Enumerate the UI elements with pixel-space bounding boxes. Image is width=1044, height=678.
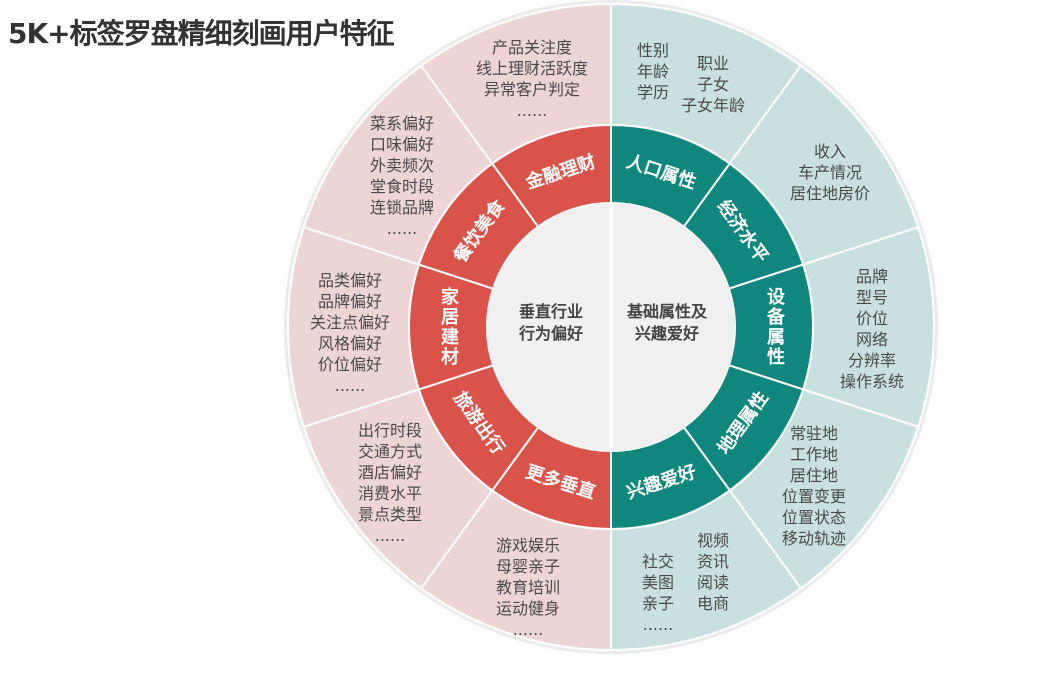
tag-item: 子女	[696, 75, 730, 94]
tag-item: 产品关注度	[491, 38, 573, 57]
tag-item: 居住地房价	[789, 184, 871, 203]
tag-item: 资讯	[696, 552, 730, 571]
tag-list: 常驻地工作地居住地位置变更位置状态移动轨迹	[782, 423, 846, 549]
ring-label: 设备属性	[764, 287, 785, 367]
center-label-right: 基础属性及	[626, 302, 708, 321]
tag-item: 职业	[696, 54, 730, 73]
tag-item: 价位	[855, 309, 889, 328]
page-title: 5K+标签罗盘精细刻画用户特征	[8, 17, 395, 50]
tag-item: ......	[374, 526, 406, 545]
tag-item: 学历	[636, 83, 670, 102]
tag-item: 外卖频次	[369, 156, 435, 175]
tag-item: 操作系统	[839, 372, 905, 391]
tag-item: 常驻地	[789, 424, 839, 443]
tag-item: 视频	[696, 531, 730, 550]
tag-item: 车产情况	[797, 163, 863, 182]
tag-item: 酒店偏好	[357, 463, 423, 482]
tag-item: 母婴亲子	[495, 557, 561, 576]
ring-label: 家居建材	[438, 287, 459, 367]
tag-item: 社交	[641, 552, 675, 571]
tag-list: 产品关注度线上理财活跃度异常客户判定......	[476, 37, 588, 121]
tag-item: 品牌	[855, 267, 889, 286]
center-label-left: 垂直行业	[519, 302, 583, 321]
tag-item: 收入	[813, 142, 847, 161]
tag-item: 网络	[855, 330, 889, 349]
tag-item: 位置变更	[781, 487, 847, 506]
tag-item: ......	[386, 219, 418, 238]
tag-item: 出行时段	[357, 421, 423, 440]
tag-item: ......	[642, 615, 674, 634]
tag-item: ......	[516, 101, 548, 120]
tag-item: 交通方式	[357, 442, 423, 461]
tag-item: 电商	[696, 594, 730, 613]
tag-item: 价位偏好	[317, 355, 383, 374]
tag-item: 景点类型	[357, 505, 423, 524]
tag-item: 关注点偏好	[309, 313, 391, 332]
tag-item: 工作地	[789, 445, 839, 464]
tag-item: 品类偏好	[317, 271, 383, 290]
center-label-left: 行为偏好	[518, 324, 583, 343]
tag-list: 社交美图亲子......	[642, 551, 674, 635]
tag-list: 收入车产情况居住地房价	[790, 141, 870, 204]
tag-item: 性别	[636, 41, 670, 60]
tag-item: 消费水平	[357, 484, 423, 503]
outer-border	[284, 0, 938, 654]
tag-item: 年龄	[636, 62, 670, 81]
tag-item: 教育培训	[495, 578, 561, 597]
tag-item: 品牌偏好	[317, 292, 383, 311]
tag-item: 运动健身	[495, 599, 561, 618]
tag-item: 堂食时段	[369, 177, 435, 196]
tag-item: 风格偏好	[317, 334, 383, 353]
tag-item: 线上理财活跃度	[475, 59, 589, 78]
center-label-right: 兴趣爱好	[635, 324, 699, 343]
tag-item: 子女年龄	[680, 96, 746, 115]
tag-item: ......	[334, 376, 366, 395]
tag-list: 品牌型号价位网络分辨率操作系统	[840, 266, 904, 392]
tag-list: 出行时段交通方式酒店偏好消费水平景点类型......	[358, 420, 422, 546]
tag-item: 阅读	[696, 573, 730, 592]
tag-list: 游戏娱乐母婴亲子教育培训运动健身......	[496, 535, 560, 640]
tag-item: 居住地	[789, 466, 839, 485]
tag-item: 口味偏好	[369, 135, 435, 154]
tag-item: 美图	[641, 573, 675, 592]
tag-item: 分辨率	[847, 351, 897, 370]
tag-item: 型号	[855, 288, 889, 307]
tag-item: 连锁品牌	[369, 198, 435, 217]
tag-item: ......	[512, 620, 544, 639]
tag-item: 移动轨迹	[781, 529, 847, 548]
tag-list: 视频资讯阅读电商	[697, 530, 729, 614]
tag-item: 菜系偏好	[369, 114, 435, 133]
tag-list: 品类偏好品牌偏好关注点偏好风格偏好价位偏好......	[310, 270, 390, 396]
tag-item: 位置状态	[781, 508, 847, 527]
tag-list: 职业子女子女年龄	[681, 53, 745, 116]
tag-list: 菜系偏好口味偏好外卖频次堂食时段连锁品牌......	[370, 113, 434, 239]
tag-item: 异常客户判定	[483, 80, 581, 99]
tag-list: 性别年龄学历	[637, 40, 669, 103]
tag-item: 游戏娱乐	[495, 536, 561, 555]
tag-item: 亲子	[641, 594, 675, 613]
